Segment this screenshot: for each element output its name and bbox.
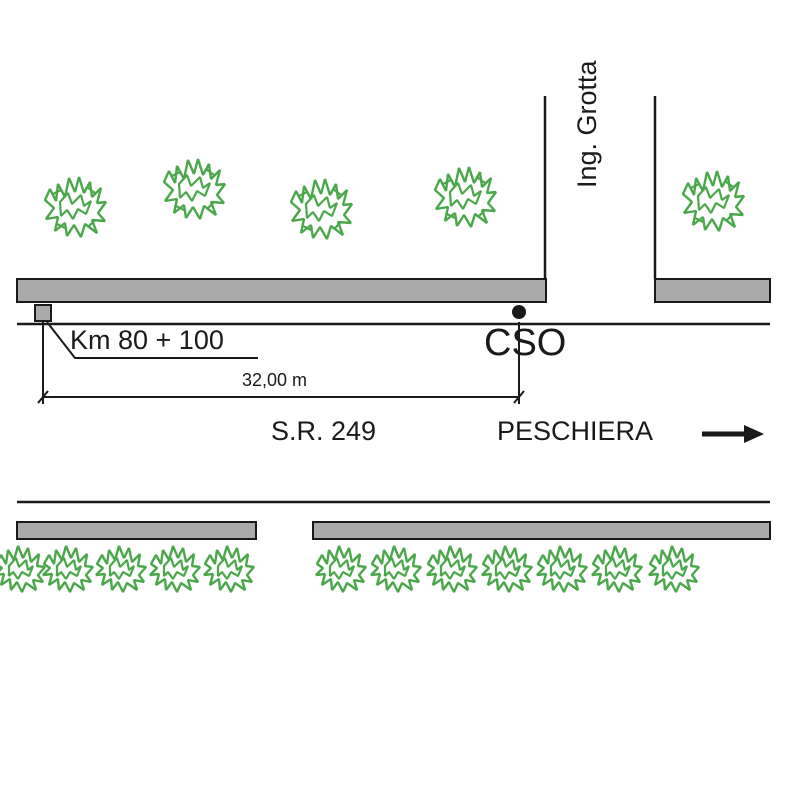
tree-icon bbox=[480, 544, 534, 594]
side-street-label: Ing. Grotta bbox=[572, 60, 602, 188]
lower-sidewalk-right bbox=[312, 521, 771, 540]
tree-icon bbox=[148, 544, 202, 594]
km-marker-label: Km 80 + 100 bbox=[70, 325, 224, 355]
tree-icon bbox=[314, 544, 368, 594]
tree-icon bbox=[94, 544, 148, 594]
tree-icon bbox=[162, 157, 227, 221]
tree-icon bbox=[433, 165, 498, 229]
dimension-tick-left bbox=[37, 390, 49, 404]
lower-sidewalk-left bbox=[16, 521, 257, 540]
tree-icon bbox=[0, 544, 47, 594]
manhole-dot-icon bbox=[512, 305, 526, 319]
arrow-right-icon bbox=[702, 425, 764, 443]
tree-icon bbox=[202, 544, 256, 594]
distance-label: 32,00 m bbox=[242, 370, 308, 390]
tree-icon bbox=[590, 544, 644, 594]
dimension-tick-right bbox=[513, 390, 525, 404]
cso-label: CSO bbox=[484, 322, 567, 364]
tree-icon bbox=[647, 544, 701, 594]
tree-icon bbox=[425, 544, 479, 594]
km-leader-line bbox=[46, 321, 258, 359]
tree-icon bbox=[43, 175, 108, 239]
tree-icon bbox=[289, 177, 354, 241]
tree-icon bbox=[41, 544, 95, 594]
tree-icon bbox=[535, 544, 589, 594]
square-marker-icon bbox=[34, 304, 52, 322]
tree-icon bbox=[681, 169, 746, 233]
direction-label: PESCHIERA bbox=[497, 416, 654, 446]
upper-sidewalk-right bbox=[654, 278, 771, 303]
road-name-label: S.R. 249 bbox=[271, 416, 377, 446]
upper-sidewalk-left bbox=[16, 278, 547, 303]
tree-icon bbox=[369, 544, 423, 594]
